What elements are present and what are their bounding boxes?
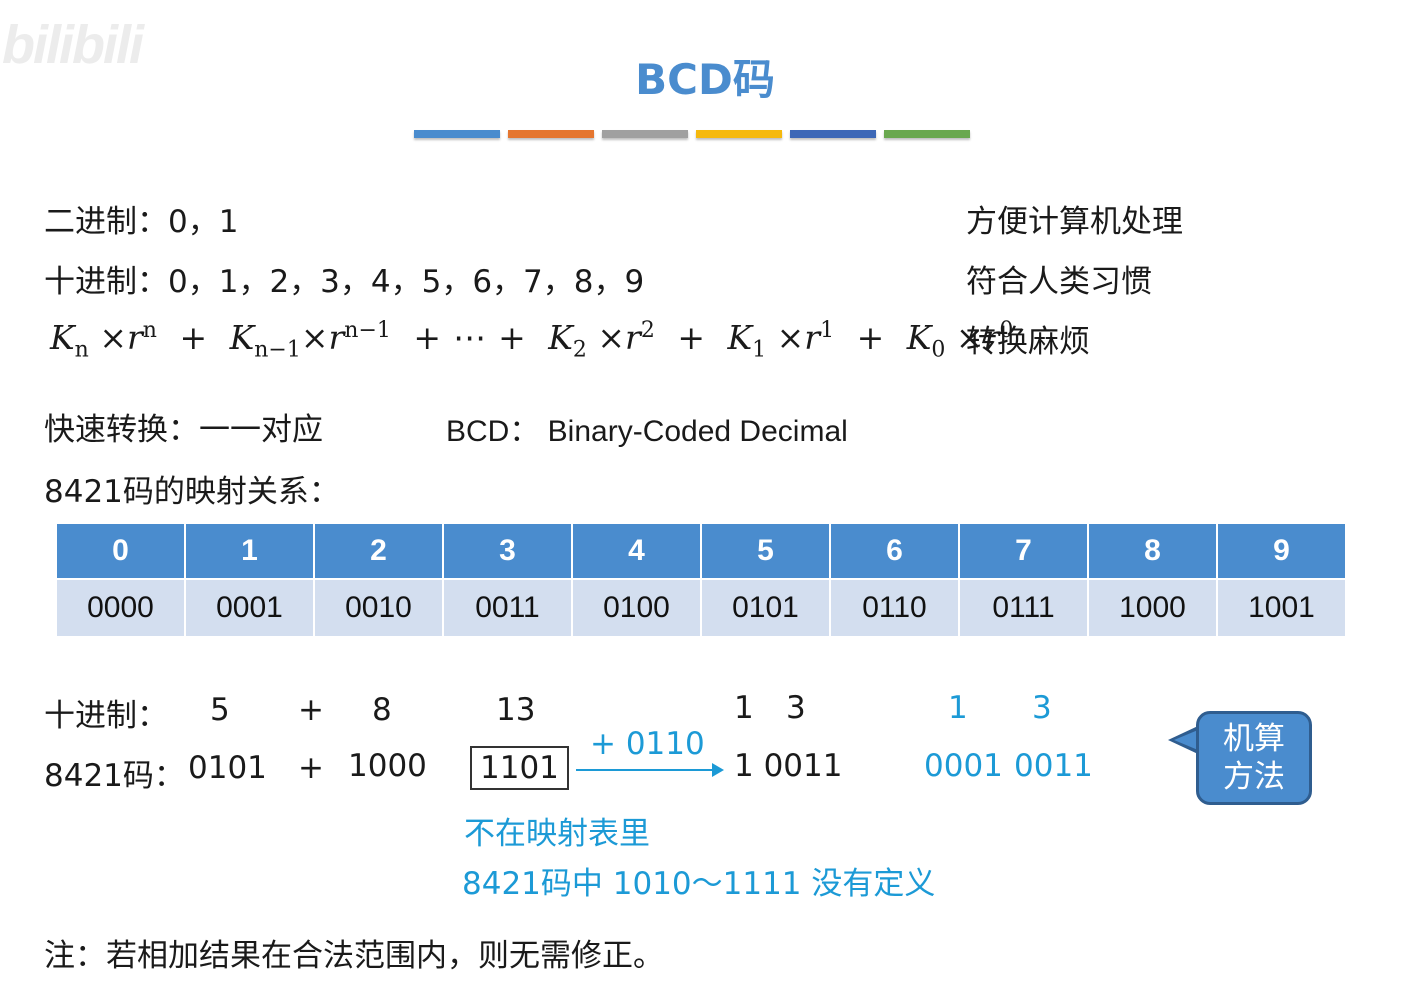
formula-sub: n−1 (254, 337, 301, 363)
page-title: BCD码 (635, 55, 775, 104)
table-cell: 3 (444, 524, 571, 578)
divider-segment (414, 130, 500, 138)
not-in-table-note: 不在映射表里 (464, 816, 650, 852)
formula-times: × (597, 318, 626, 357)
example-code-b: 1000 (348, 748, 427, 784)
note-right-2: 符合人类习惯 (966, 264, 1152, 300)
callout-tail-inner (1174, 730, 1198, 750)
example-code-a: 0101 (188, 750, 267, 786)
decimal-line: 十进制：0，1，2，3，4，5，6，7，8，9 (44, 264, 645, 300)
undefined-range-note: 8421码中 1010～1111 没有定义 (462, 866, 936, 902)
correction-label: + 0110 (590, 726, 705, 762)
formula-sub: 2 (572, 337, 587, 363)
table-cell: 9 (1218, 524, 1345, 578)
table-cell: 1001 (1218, 580, 1345, 636)
table-cell: 0111 (960, 580, 1087, 636)
bcd-digit-1: 1 (948, 690, 968, 726)
table-cell: 0000 (57, 580, 184, 636)
formula-r: r (625, 318, 641, 357)
formula-plus: + (677, 318, 705, 357)
formula-sub: 1 (752, 337, 767, 363)
divider-segment (790, 130, 876, 138)
mapping-heading: 8421码的映射关系： (44, 474, 340, 510)
table-cell: 0101 (702, 580, 829, 636)
note-right-1: 方便计算机处理 (966, 204, 1183, 240)
color-divider (414, 130, 970, 138)
table-cell: 2 (315, 524, 442, 578)
table-cell: 5 (702, 524, 829, 578)
table-cell: 4 (573, 524, 700, 578)
formula-ellipsis: ⋯ (453, 318, 487, 357)
formula-k: K (229, 318, 255, 357)
divider-segment (884, 130, 970, 138)
example-decimal-sum: 13 (496, 692, 536, 728)
example-code-label: 8421码： (44, 758, 185, 794)
bcd-definition: BCD： Binary-Coded Decimal (446, 415, 848, 448)
corrected-result: 1 0011 (734, 748, 843, 784)
formula-sub: n (74, 337, 89, 363)
table-cell: 8 (1089, 524, 1216, 578)
table-cell: 0110 (831, 580, 958, 636)
divider-segment (696, 130, 782, 138)
formula-plus: + (856, 318, 885, 357)
formula-sup: n−1 (344, 318, 391, 343)
callout-line-2: 方法 (1223, 759, 1285, 795)
example-decimal-split-3: 3 (786, 690, 806, 726)
table-cell: 6 (831, 524, 958, 578)
formula-k: K (906, 318, 932, 357)
formula-sup: n (142, 318, 157, 343)
fast-conversion-line: 快速转换：一一对应 (44, 412, 323, 448)
example-code-plus: + (298, 750, 324, 786)
callout-line-1: 机算 (1223, 721, 1285, 757)
formula-sup: 0 (999, 318, 1014, 343)
example-decimal-plus: + (298, 692, 324, 728)
formula-times: × (99, 318, 127, 357)
table-cell: 0011 (444, 580, 571, 636)
example-decimal-split-1: 1 (734, 690, 754, 726)
binary-line: 二进制：0，1 (44, 204, 239, 240)
example-decimal-label: 十进制： (44, 698, 168, 734)
table-cell: 1 (186, 524, 313, 578)
formula-sub: 0 (931, 337, 946, 363)
example-decimal-b: 8 (372, 692, 392, 728)
table-row: 0000 0001 0010 0011 0100 0101 0110 0111 … (57, 580, 1345, 636)
table-cell: 0001 (186, 580, 313, 636)
formula-times: × (776, 318, 805, 357)
positional-formula: Kn ×rn + Kn−1×rn−1 +⋯+ K2 ×r2 + K1 ×r1 +… (50, 318, 1013, 363)
formula-k: K (727, 318, 753, 357)
table-cell: 1000 (1089, 580, 1216, 636)
watermark-logo: bilibili (2, 15, 144, 75)
bcd-code-1: 0001 (924, 748, 1003, 784)
table-cell: 0100 (573, 580, 700, 636)
arrow-line (576, 769, 714, 771)
formula-r: r (804, 318, 821, 357)
formula-r: r (983, 318, 1000, 357)
mapping-table: 0 1 2 3 4 5 6 7 8 9 0000 0001 0010 0011 … (55, 522, 1347, 638)
formula-plus: + (413, 318, 442, 357)
table-cell: 7 (960, 524, 1087, 578)
formula-plus: + (498, 318, 526, 357)
machine-method-callout: 机算 方法 (1196, 711, 1312, 805)
table-cell: 0010 (315, 580, 442, 636)
formula-times: × (300, 318, 329, 357)
formula-r: r (328, 318, 345, 357)
example-code-sum-box: 1101 (470, 746, 569, 790)
example-decimal-a: 5 (210, 692, 230, 728)
note-right-3: 转换麻烦 (966, 324, 1090, 360)
bcd-code-3: 0011 (1014, 748, 1093, 784)
divider-segment (602, 130, 688, 138)
formula-k: K (50, 318, 75, 357)
arrow-right-icon (712, 763, 724, 777)
table-header-row: 0 1 2 3 4 5 6 7 8 9 (57, 524, 1345, 578)
footnote: 注：若相加结果在合法范围内，则无需修正。 (44, 938, 664, 974)
formula-r: r (126, 318, 143, 357)
bcd-digit-3: 3 (1032, 690, 1052, 726)
formula-times: × (955, 318, 984, 357)
formula-sup: 2 (640, 318, 655, 343)
formula-sup: 1 (820, 318, 835, 343)
formula-k: K (548, 318, 573, 357)
divider-segment (508, 130, 594, 138)
formula-plus: + (179, 318, 208, 357)
table-cell: 0 (57, 524, 184, 578)
